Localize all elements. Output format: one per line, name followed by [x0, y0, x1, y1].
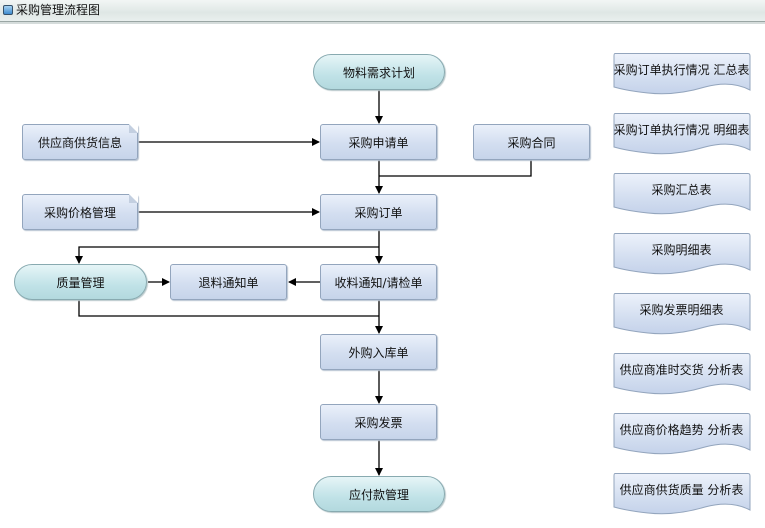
node-purchase-request[interactable]: 采购申请单: [320, 124, 437, 160]
report-label: 采购发票明细表: [639, 302, 724, 317]
node-material-plan[interactable]: 物料需求计划: [313, 54, 445, 90]
doc-fold-icon: [129, 194, 138, 203]
report-shape-icon: [613, 353, 751, 395]
node-label: 应付款管理: [348, 487, 409, 502]
report-item[interactable]: 采购发票明细表: [613, 292, 751, 336]
node-return-notice[interactable]: 退料通知单: [170, 264, 287, 300]
arrow-order-to-quality: [75, 246, 379, 264]
node-label: 采购合同: [507, 135, 556, 150]
node-inbound-order[interactable]: 外购入库单: [320, 334, 437, 370]
report-item[interactable]: 供应商价格趋势 分析表: [613, 412, 751, 456]
report-shape-icon: [613, 173, 751, 215]
node-supplier-info[interactable]: 供应商供货信息: [22, 124, 138, 160]
report-item[interactable]: 供应商供货质量 分析表: [613, 472, 751, 516]
report-item[interactable]: 供应商准时交货 分析表: [613, 352, 751, 396]
node-quality-mgmt[interactable]: 质量管理: [14, 264, 147, 300]
node-purchase-invoice[interactable]: 采购发票: [320, 404, 437, 440]
report-item[interactable]: 采购汇总表: [613, 172, 751, 216]
line-contract-to-order: [379, 160, 532, 177]
node-label: 采购申请单: [348, 135, 409, 150]
doc-fold-icon: [129, 124, 138, 133]
node-label: 收料通知/请检单: [334, 275, 423, 290]
report-label: 供应商准时交货 分析表: [619, 362, 744, 377]
node-purchase-order[interactable]: 采购订单: [320, 194, 437, 230]
node-purchase-contract[interactable]: 采购合同: [473, 124, 590, 160]
node-label: 供应商供货信息: [37, 135, 122, 150]
window-header: 采购管理流程图: [0, 0, 765, 22]
report-label: 采购订单执行情况 汇总表: [613, 62, 750, 77]
node-payables-mgmt[interactable]: 应付款管理: [313, 476, 445, 512]
node-label: 质量管理: [56, 275, 105, 290]
report-shape-icon: [613, 293, 751, 335]
report-label: 采购订单执行情况 明细表: [613, 122, 750, 137]
page-title: 采购管理流程图: [16, 3, 101, 17]
window-icon: [3, 5, 13, 15]
report-item[interactable]: 采购明细表: [613, 232, 751, 276]
report-shape-icon: [613, 413, 751, 455]
node-label: 采购订单: [354, 205, 403, 220]
node-label: 物料需求计划: [342, 65, 415, 80]
report-shape-icon: [613, 113, 751, 155]
report-item[interactable]: 采购订单执行情况 明细表: [613, 112, 751, 156]
report-label: 采购明细表: [651, 242, 712, 257]
report-shape-icon: [613, 233, 751, 275]
node-label: 采购价格管理: [43, 205, 116, 220]
report-shape-icon: [613, 473, 751, 515]
node-label: 退料通知单: [198, 275, 259, 290]
node-price-mgmt[interactable]: 采购价格管理: [22, 194, 138, 230]
report-label: 供应商价格趋势 分析表: [619, 422, 744, 437]
report-label: 采购汇总表: [651, 182, 712, 197]
report-item[interactable]: 采购订单执行情况 汇总表: [613, 52, 751, 96]
report-shape-icon: [613, 53, 751, 95]
node-label: 采购发票: [354, 415, 403, 430]
line-quality-to-inbound: [78, 300, 379, 317]
node-label: 外购入库单: [348, 345, 409, 360]
node-receipt-notice[interactable]: 收料通知/请检单: [320, 264, 437, 300]
report-label: 供应商供货质量 分析表: [619, 482, 744, 497]
